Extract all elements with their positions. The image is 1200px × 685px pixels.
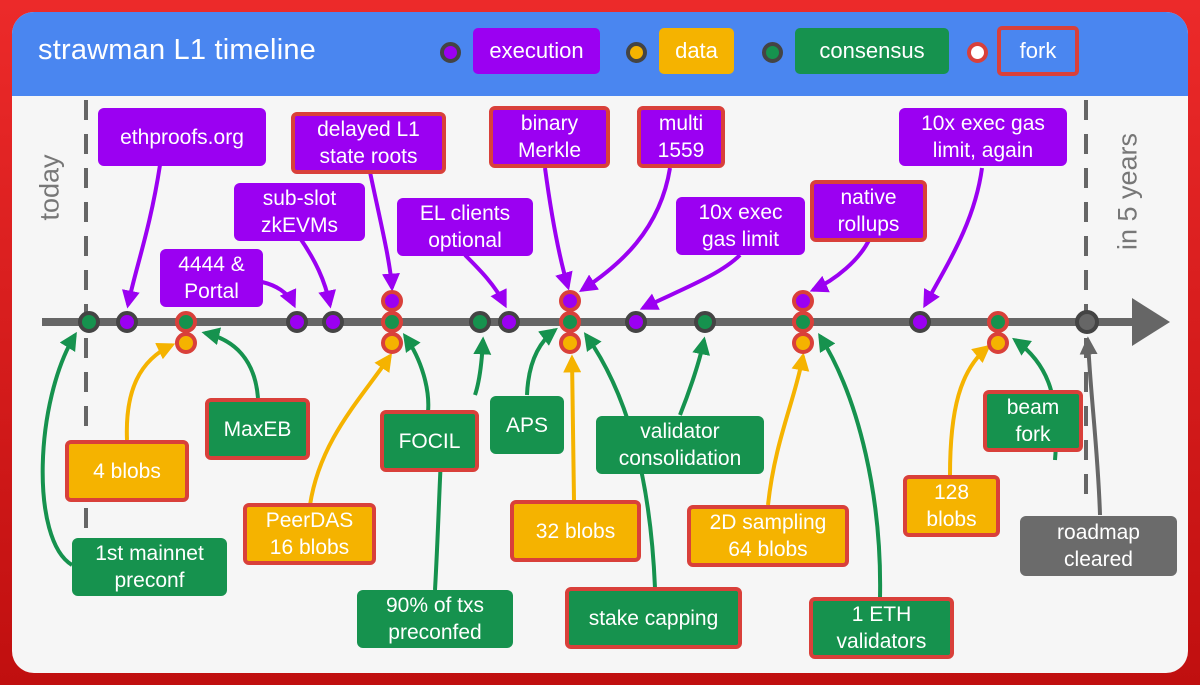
label-focil: FOCIL	[380, 410, 479, 472]
label-subslot-zkevms: sub-slot zkEVMs	[234, 183, 365, 241]
node-el-clients	[498, 311, 520, 333]
node-subslot-zkevms	[322, 311, 344, 333]
node-native-rollups	[792, 290, 814, 312]
five-years-label: in 5 years	[1112, 132, 1143, 251]
arrow-peerdas	[308, 353, 393, 506]
node-exec-gas-10x	[625, 311, 647, 333]
label-32-blobs: 32 blobs	[510, 500, 641, 562]
node-4444-portal	[286, 311, 308, 333]
node-128-blobs	[987, 332, 1009, 354]
node-exec-gas-again	[909, 311, 931, 333]
label-exec-gas-10x: 10x exec gas limit	[676, 197, 805, 255]
arrow-validator-consolidation	[678, 336, 710, 416]
label-maxeb: MaxEB	[205, 398, 310, 460]
node-first-preconf	[78, 311, 100, 333]
node-delayed-roots	[381, 290, 403, 312]
label-validator-consolidation: validator consolidation	[596, 416, 764, 474]
legend-data: data	[659, 28, 734, 74]
arrow-subslot-zkevms	[298, 236, 336, 309]
arrow-32-blobs	[563, 354, 582, 501]
node-ethproofs	[116, 311, 138, 333]
label-ethproofs: ethproofs.org	[98, 108, 266, 166]
legend-execution: execution	[473, 28, 600, 74]
legend-consensus: consensus	[795, 28, 949, 74]
label-native-rollups: native rollups	[810, 180, 927, 242]
label-beam-fork: beam fork	[983, 390, 1083, 452]
header-bar: strawman L1 timeline execution data cons…	[12, 12, 1188, 96]
arrow-exec-gas-again	[923, 167, 984, 309]
node-validator-consolidation	[694, 311, 716, 333]
label-multi-1559: multi 1559	[637, 106, 725, 168]
arrow-128-blobs	[948, 344, 991, 476]
arrow-aps	[525, 327, 558, 396]
node-32-blobs	[559, 332, 581, 354]
arrow-focil	[402, 333, 431, 413]
arrow-delayed-roots	[368, 171, 400, 292]
arrow-ethproofs	[122, 164, 162, 309]
timeline-arrowhead-icon	[1132, 298, 1170, 346]
label-roadmap-cleared: roadmap cleared	[1020, 516, 1177, 576]
label-exec-gas-again: 10x exec gas limit, again	[899, 108, 1067, 166]
fork-legend-dot	[967, 42, 988, 63]
arrow-multi-1559	[578, 167, 672, 292]
arrow-roadmap-cleared	[1079, 336, 1102, 516]
label-peerdas: PeerDAS 16 blobs	[243, 503, 376, 565]
label-el-clients: EL clients optional	[397, 198, 533, 256]
page-title: strawman L1 timeline	[38, 34, 316, 66]
consensus-legend-dot	[762, 42, 783, 63]
arrow-exec-gas-10x	[639, 253, 742, 310]
node-peerdas	[381, 332, 403, 354]
arrow-4-blobs	[124, 342, 176, 441]
node-beam-fork	[987, 311, 1009, 333]
arrow-4444-portal	[261, 280, 297, 309]
arrow-el-clients	[463, 253, 507, 309]
label-stake-capping: stake capping	[565, 587, 742, 649]
label-128-blobs: 128 blobs	[903, 475, 1000, 537]
data-legend-dot	[626, 42, 647, 63]
label-aps: APS	[490, 396, 564, 454]
node-focil	[381, 311, 403, 333]
label-delayed-roots: delayed L1 state roots	[291, 112, 446, 174]
arrow-native-rollups	[809, 237, 872, 293]
label-2d-sampling: 2D sampling 64 blobs	[687, 505, 849, 567]
node-1-eth-validators	[792, 311, 814, 333]
node-binary-merkle	[559, 290, 581, 312]
arrow-1-eth-validators	[818, 332, 883, 599]
arrow-first-preconf	[40, 331, 77, 567]
label-4-blobs: 4 blobs	[65, 440, 189, 502]
arrow-maxeb	[201, 327, 260, 399]
label-first-preconf: 1st mainnet preconf	[72, 538, 227, 596]
label-txs-preconfed: 90% of txs preconfed	[357, 590, 513, 648]
arrow-2d-sampling	[766, 352, 810, 506]
node-maxeb	[175, 311, 197, 333]
node-2d-sampling	[792, 332, 814, 354]
arrow-txs-to-node	[473, 336, 492, 396]
label-4444-portal: 4444 & Portal	[160, 249, 263, 307]
node-txs-preconfed	[469, 311, 491, 333]
arrow-binary-merkle	[543, 167, 573, 291]
label-binary-merkle: binary Merkle	[489, 106, 610, 168]
node-aps	[559, 311, 581, 333]
node-roadmap-cleared	[1075, 310, 1099, 334]
legend-fork: fork	[997, 26, 1079, 76]
execution-legend-dot	[440, 42, 461, 63]
label-1-eth-validators: 1 ETH validators	[809, 597, 954, 659]
today-label: today	[34, 154, 65, 221]
node-4-blobs	[175, 332, 197, 354]
